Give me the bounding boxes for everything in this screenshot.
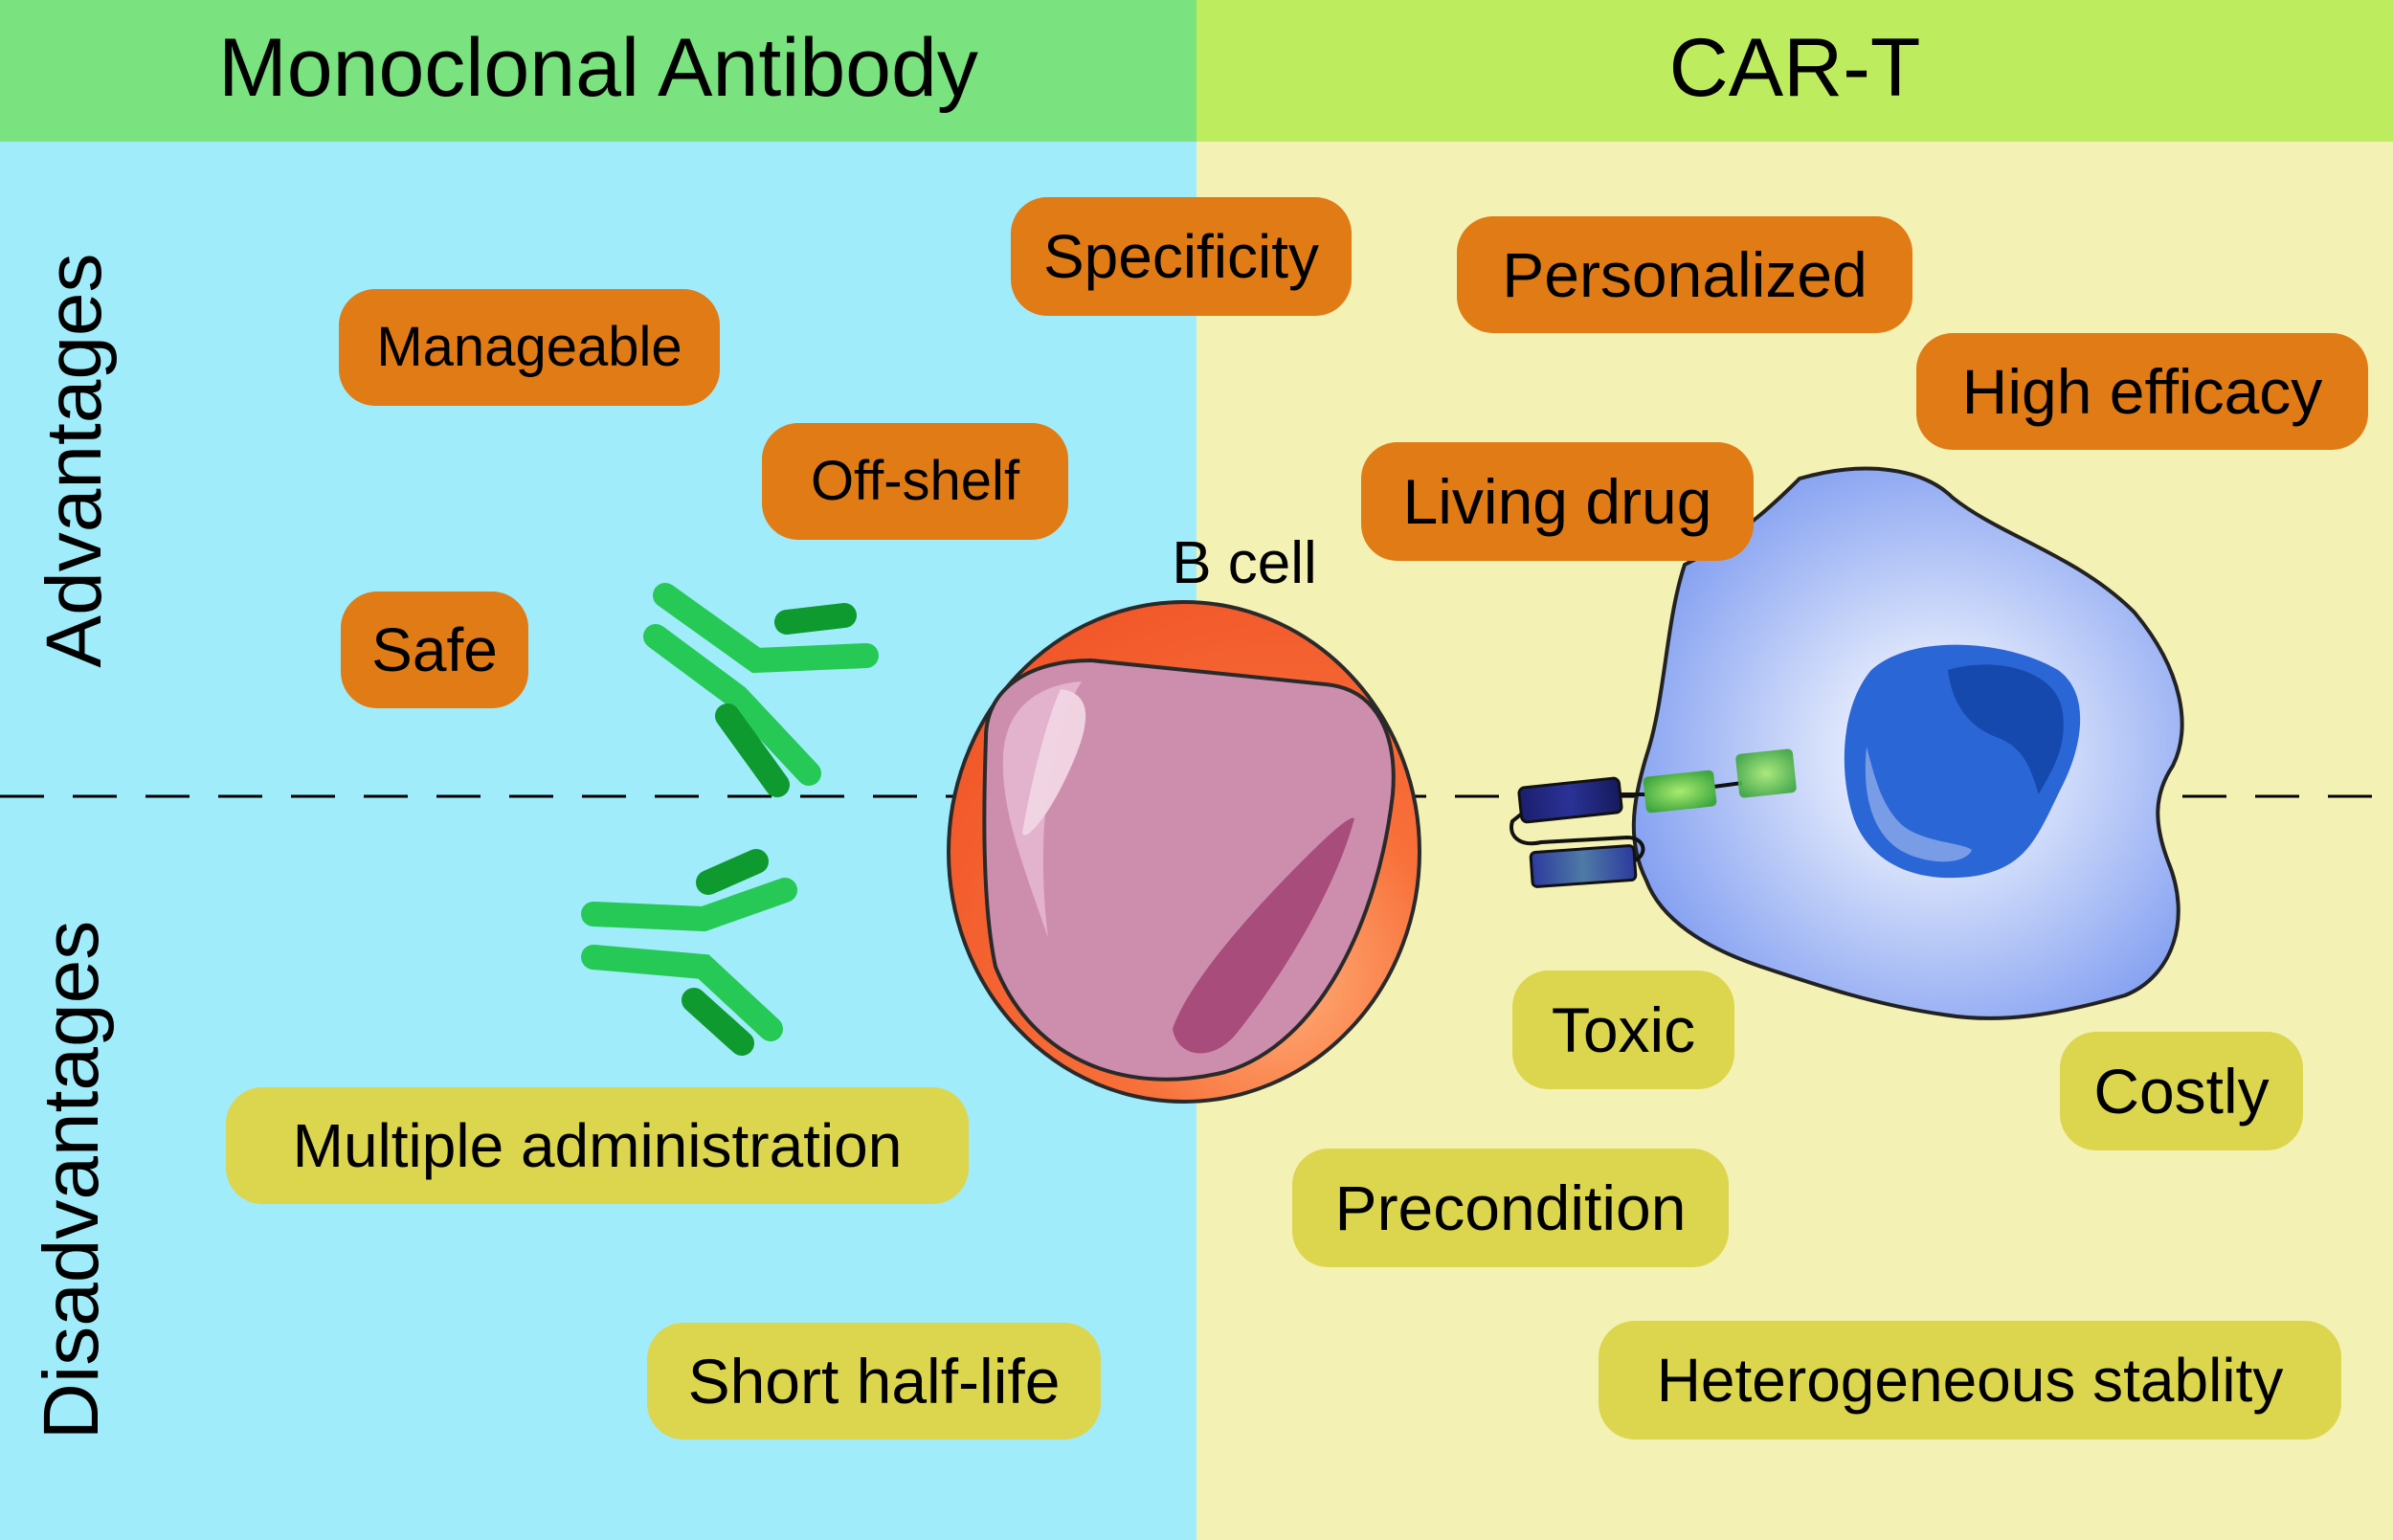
pill-heterogeneous-stablity: Heterogeneous stablity (1599, 1321, 2341, 1440)
antibody-icon (643, 583, 879, 797)
pill-high-efficacy: High efficacy (1916, 333, 2368, 450)
pill-personalized: Personalized (1457, 216, 1912, 333)
monoclonal-antibody-title: Monoclonal Antibody (218, 22, 978, 114)
pill-short-half-life: Short half-life (647, 1323, 1101, 1440)
pill-toxic: Toxic (1512, 971, 1734, 1089)
pill-costly: Costly (2060, 1032, 2303, 1150)
b-cell-label: B cell (1172, 530, 1317, 596)
car-t-title: CAR-T (1668, 22, 1921, 114)
pill-precondition: Precondition (1292, 1149, 1729, 1267)
advantages-row-label: Advantages (31, 253, 118, 668)
monoclonal-antibody-header: Monoclonal Antibody (0, 0, 1196, 142)
pill-manageable: Manageable (339, 289, 720, 406)
pill-multiple-administration: Multiple administration (226, 1087, 969, 1204)
pill-safe: Safe (341, 591, 528, 708)
pill-off-shelf: Off-shelf (762, 423, 1068, 540)
car-t-header: CAR-T (1196, 0, 2393, 142)
antibody-icon (581, 849, 797, 1056)
disadvantages-row-label: Disadvantages (28, 920, 115, 1440)
pill-living-drug: Living drug (1361, 442, 1754, 561)
b-cell-icon (947, 600, 1421, 1104)
car-t-cell-icon (1631, 466, 2184, 1020)
pill-specificity: Specificity (1011, 197, 1352, 316)
car-receptor-icon (1510, 748, 1797, 888)
